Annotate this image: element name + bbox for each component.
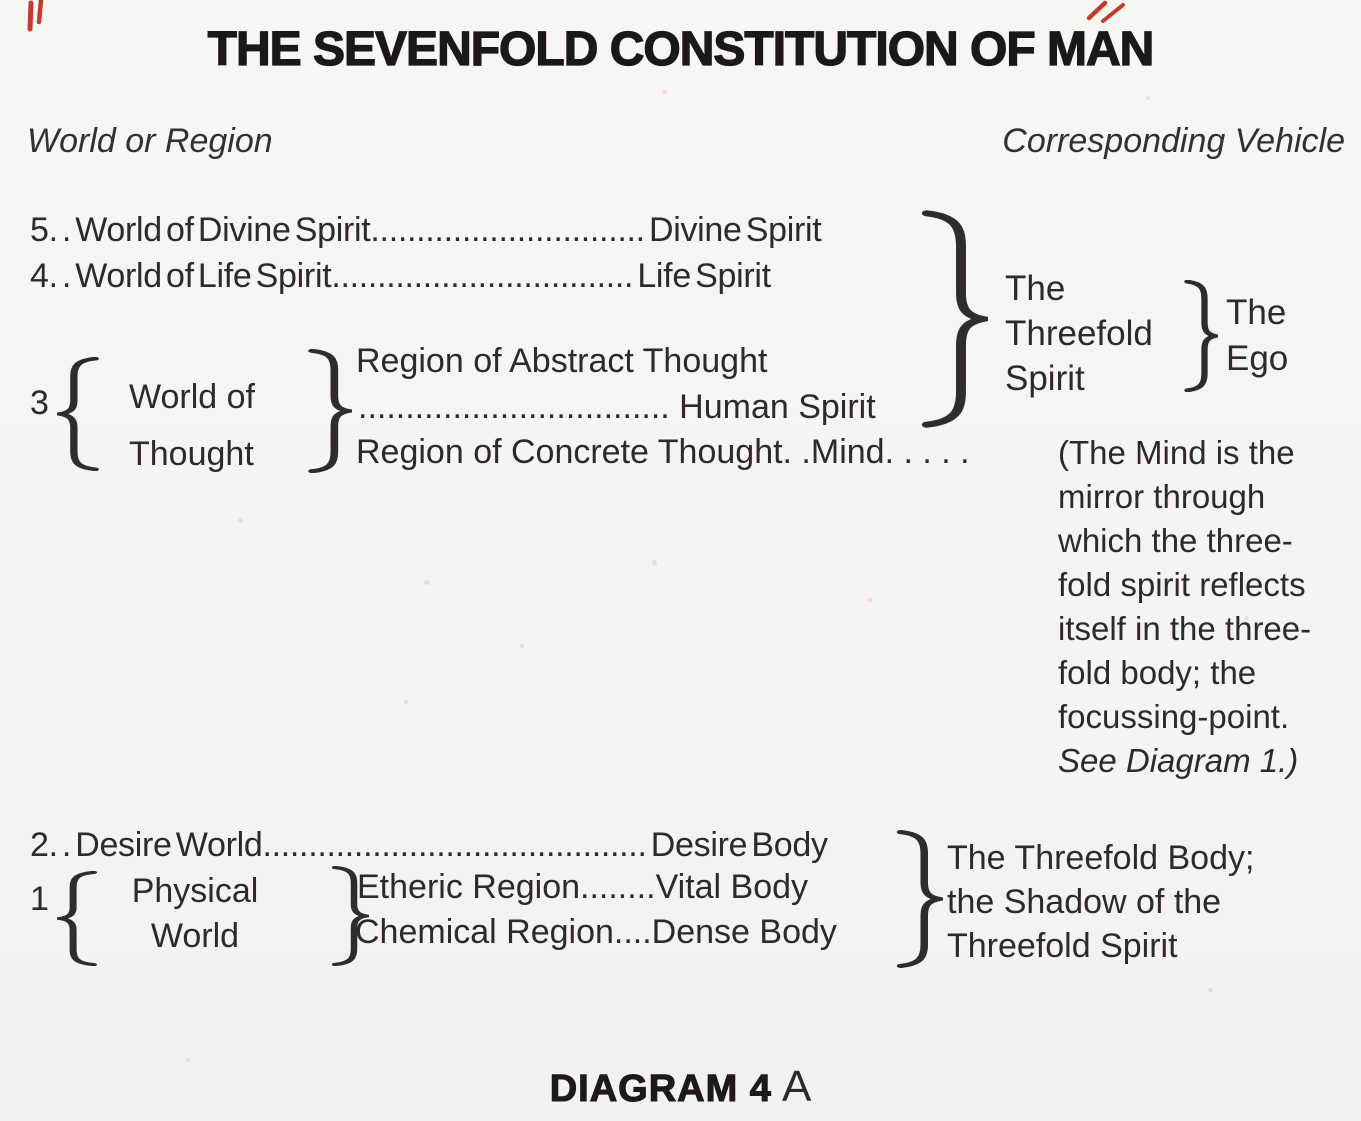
physical-world-line: Physical <box>131 872 259 910</box>
column-header-right: Corresponding Vehicle <box>1002 122 1345 160</box>
threefold-body-line: the Shadow of the <box>947 883 1222 921</box>
scan-speck <box>520 644 524 648</box>
physical-world-line: World <box>150 917 240 955</box>
scan-speck <box>1244 616 1249 620</box>
scan-speck <box>404 700 408 704</box>
mind-note-line: itself in the three- <box>1058 610 1312 647</box>
label-threefold-spirit: The Threefold Spirit <box>1005 266 1153 401</box>
page-title: THE SEVENFOLD CONSTITUTION OF MAN <box>207 22 1155 76</box>
diagram-caption-letter: A <box>781 1062 812 1111</box>
scan-speck <box>1208 988 1213 992</box>
line-human-spirit: ................................. Human … <box>358 388 876 426</box>
brace-threefold-body <box>896 830 943 968</box>
brace-physical-world-open <box>57 871 98 966</box>
scan-speck <box>662 90 667 94</box>
mind-note-line: fold body; the <box>1058 654 1257 691</box>
brace-physical-world-close <box>331 866 369 966</box>
threefold-spirit-line: The <box>1005 269 1066 308</box>
line-abstract-thought: Region of Abstract Thought <box>356 342 768 380</box>
red-mark-top-right <box>1086 0 1125 23</box>
mind-note-line: fold spirit reflects <box>1058 566 1306 603</box>
line-etheric-region: Etheric Region........Vital Body <box>357 868 809 906</box>
scan-speck <box>238 518 243 523</box>
label-threefold-body: The Threefold Body; the Shadow of the Th… <box>947 836 1254 968</box>
scan-speck <box>424 580 430 585</box>
scan-speck <box>186 1058 190 1062</box>
line-chemical-region: Chemical Region....Dense Body <box>355 913 837 951</box>
world-of-thought-line: World of <box>129 378 255 416</box>
diagram-caption-bold: DIAGRAM 4 <box>549 1067 772 1110</box>
row-1-number: 1 <box>30 880 49 918</box>
row-world-divine-spirit: 5. . World of Divine Spirit.............… <box>30 211 822 249</box>
mind-note-line: (The Mind is the <box>1058 434 1295 471</box>
threefold-body-line: The Threefold Body; <box>947 839 1255 877</box>
mind-note-line: See Diagram 1.) <box>1058 742 1299 779</box>
scan-speck <box>868 598 872 602</box>
column-header-left: World or Region <box>27 122 273 160</box>
mind-note: (The Mind is the mirror through which th… <box>1058 431 1311 783</box>
world-of-thought-line: Thought <box>129 435 254 473</box>
brace-threefold-spirit <box>921 210 988 428</box>
scan-speck <box>1146 96 1150 100</box>
brace-world-of-thought-open <box>57 357 99 471</box>
mind-note-line: which the three- <box>1058 522 1293 559</box>
threefold-spirit-line: Threefold <box>1005 314 1153 353</box>
red-mark-top-left <box>27 0 44 32</box>
label-world-of-thought: World of Thought <box>129 369 255 483</box>
brace-world-of-thought-close <box>308 349 352 473</box>
label-physical-world: Physical World <box>110 869 280 959</box>
line-concrete-thought: Region of Concrete Thought. .Mind. . . .… <box>356 433 970 471</box>
row-desire-world: 2. . Desire World.......................… <box>30 826 828 864</box>
row-3-number: 3 <box>30 384 49 422</box>
mind-note-line: mirror through <box>1058 478 1266 515</box>
mind-note-line: focussing-point. <box>1058 698 1290 735</box>
ego-line: The <box>1226 293 1287 332</box>
threefold-body-line: Threefold Spirit <box>947 927 1178 965</box>
row-world-life-spirit: 4. . World of Life Spirit...............… <box>30 257 771 295</box>
ego-line: Ego <box>1226 339 1289 378</box>
threefold-spirit-line: Spirit <box>1005 359 1085 398</box>
brace-ego <box>1184 280 1218 392</box>
scan-speck <box>652 560 657 566</box>
label-ego: The Ego <box>1226 290 1288 382</box>
